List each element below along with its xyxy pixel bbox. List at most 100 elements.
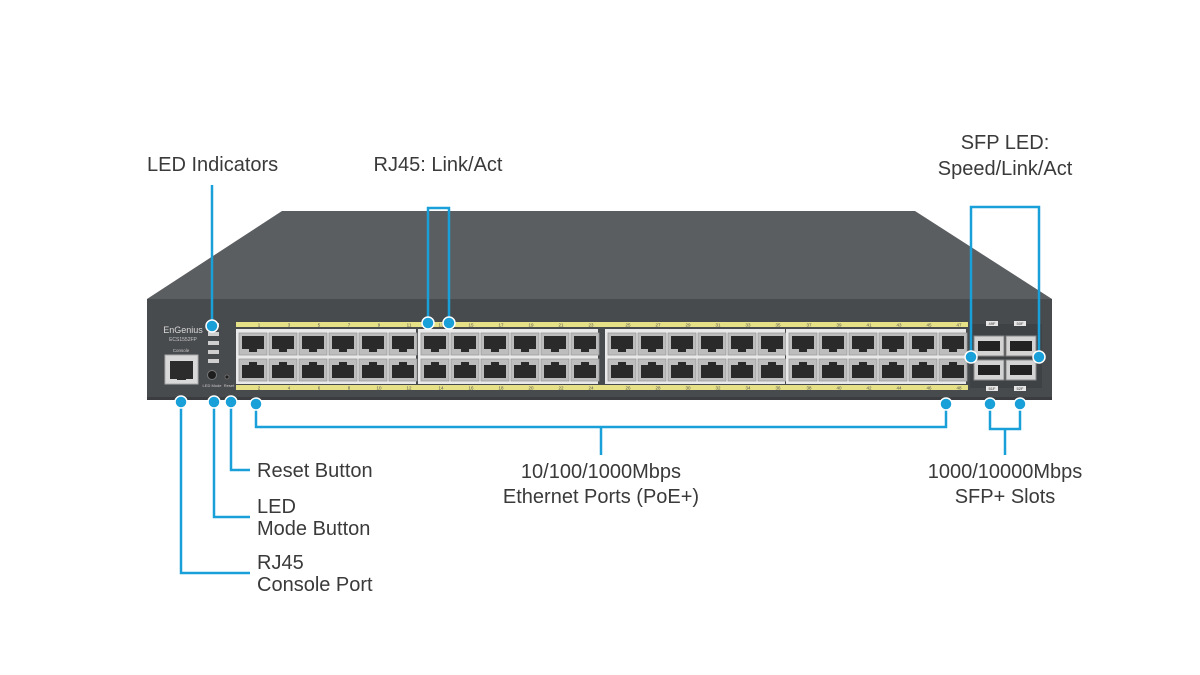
ethernet-port[interactable] — [697, 358, 727, 382]
ethernet-port[interactable] — [450, 358, 480, 382]
ethernet-port[interactable] — [637, 332, 667, 356]
ethernet-port[interactable] — [540, 358, 570, 382]
top-port-number: 19 — [528, 323, 534, 328]
top-port-number: 7 — [348, 323, 351, 328]
chassis-top — [147, 211, 1052, 299]
ethernet-port[interactable] — [420, 358, 450, 382]
rj45-console-port[interactable] — [164, 354, 199, 385]
led-mode-button[interactable] — [207, 370, 217, 380]
ethernet-port[interactable] — [510, 332, 540, 356]
top-port-number: 45 — [926, 323, 932, 328]
dot-sfp-slot-b — [1013, 397, 1027, 411]
ethernet-port[interactable] — [238, 332, 268, 356]
dot-console — [174, 395, 188, 409]
ethernet-port[interactable] — [607, 332, 637, 356]
bottom-port-number: 26 — [625, 386, 631, 391]
ethernet-port[interactable] — [818, 358, 848, 382]
top-port-number: 17 — [498, 323, 504, 328]
top-port-number: 1 — [258, 323, 261, 328]
ethernet-port[interactable] — [938, 358, 968, 382]
top-port-number: 37 — [806, 323, 812, 328]
callout-sfp-slots: 1000/10000Mbps SFP+ Slots — [927, 461, 1083, 508]
ethernet-port[interactable] — [878, 332, 908, 356]
ethernet-port[interactable] — [298, 332, 328, 356]
ethernet-port[interactable] — [848, 358, 878, 382]
ethernet-port[interactable] — [480, 358, 510, 382]
bottom-port-number: 28 — [655, 386, 661, 391]
bottom-port-number: 6 — [318, 386, 321, 391]
ethernet-port[interactable] — [268, 332, 298, 356]
model-label: ECS1552FP — [169, 337, 197, 343]
ethernet-port[interactable] — [878, 358, 908, 382]
bottom-port-number: 12 — [406, 386, 412, 391]
ethernet-port[interactable] — [388, 332, 418, 356]
sfp-bottom-label-a: 51F — [989, 386, 996, 391]
bottom-port-number: 30 — [685, 386, 691, 391]
sfp-slots: 49F 50F 51F 52F — [970, 321, 1042, 391]
top-port-number: 9 — [378, 323, 381, 328]
led-mode-label: LED Mode — [203, 383, 223, 388]
ethernet-port[interactable] — [727, 358, 757, 382]
ethernet-port[interactable] — [788, 358, 818, 382]
ethernet-port[interactable] — [908, 358, 938, 382]
ethernet-port[interactable] — [268, 358, 298, 382]
bottom-port-number: 14 — [438, 386, 444, 391]
top-port-number: 15 — [468, 323, 474, 328]
ethernet-port[interactable] — [938, 332, 968, 356]
ethernet-port[interactable] — [298, 358, 328, 382]
ethernet-port[interactable] — [667, 332, 697, 356]
ethernet-port[interactable] — [480, 332, 510, 356]
sfp-bottom-label-b: 52F — [1017, 386, 1024, 391]
dot-led-indicators — [205, 319, 219, 333]
ethernet-port[interactable] — [667, 358, 697, 382]
ethernet-port[interactable] — [727, 332, 757, 356]
ethernet-port[interactable] — [757, 358, 787, 382]
reset-button[interactable] — [224, 374, 230, 380]
ethernet-port[interactable] — [328, 332, 358, 356]
rj45-linkact-bracket — [426, 206, 451, 323]
ethernet-port[interactable] — [540, 332, 570, 356]
bottom-port-number: 22 — [558, 386, 564, 391]
ethernet-port[interactable] — [388, 358, 418, 382]
port-group-4 — [786, 329, 968, 384]
top-port-number: 5 — [318, 323, 321, 328]
ethernet-port[interactable] — [757, 332, 787, 356]
ethernet-port[interactable] — [570, 358, 600, 382]
chassis-front-bottom-edge — [147, 397, 1052, 400]
ethernet-port[interactable] — [238, 358, 268, 382]
bottom-port-number: 34 — [745, 386, 751, 391]
bottom-port-number: 38 — [806, 386, 812, 391]
top-port-number: 41 — [866, 323, 872, 328]
ethernet-port[interactable] — [358, 358, 388, 382]
led-mode-line — [212, 402, 250, 519]
ethernet-port[interactable] — [848, 332, 878, 356]
ethernet-port[interactable] — [328, 358, 358, 382]
ethernet-port[interactable] — [420, 332, 450, 356]
callout-ethernet-ports: 10/100/1000Mbps Ethernet Ports (PoE+) — [502, 461, 700, 508]
top-port-number: 13 — [438, 323, 444, 328]
top-port-number: 21 — [558, 323, 564, 328]
top-port-number: 3 — [288, 323, 291, 328]
ethernet-port[interactable] — [637, 358, 667, 382]
bottom-port-number: 20 — [528, 386, 534, 391]
port-group-2 — [418, 329, 600, 384]
ethernet-port[interactable] — [607, 358, 637, 382]
ethernet-port[interactable] — [510, 358, 540, 382]
ethernet-port[interactable] — [358, 332, 388, 356]
ethernet-port[interactable] — [570, 332, 600, 356]
ethernet-port[interactable] — [450, 332, 480, 356]
top-port-number: 35 — [775, 323, 781, 328]
bottom-port-number: 32 — [715, 386, 721, 391]
bottom-port-number: 10 — [376, 386, 382, 391]
ethernet-port[interactable] — [908, 332, 938, 356]
port-group-3 — [605, 329, 787, 384]
reset-label: Reset — [224, 383, 235, 388]
bottom-port-number: 44 — [896, 386, 902, 391]
ethernet-port[interactable] — [697, 332, 727, 356]
dot-ethernet-a — [249, 397, 263, 411]
bottom-port-number: 42 — [866, 386, 872, 391]
ethernet-port[interactable] — [818, 332, 848, 356]
callout-rj45-linkact: RJ45: Link/Act — [373, 154, 503, 176]
ethernet-port[interactable] — [788, 332, 818, 356]
led-strip-top — [236, 322, 968, 327]
